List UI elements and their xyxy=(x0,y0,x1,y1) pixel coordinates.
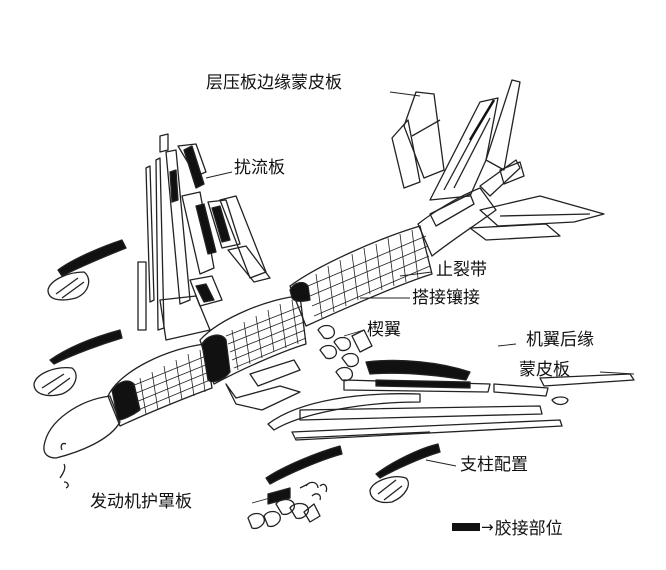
nose-cone xyxy=(43,395,121,459)
spoiler-panels xyxy=(137,133,271,341)
wingtip-parts xyxy=(317,324,373,382)
engine-cowl-bits xyxy=(247,445,343,530)
legend: → 胶接部位 xyxy=(452,514,563,539)
label-wingtip: 楔翼 xyxy=(367,320,401,340)
label-lap-joint: 搭接镶接 xyxy=(412,288,480,308)
label-spoiler: 扰流板 xyxy=(234,158,285,178)
engine-cowlings xyxy=(33,239,127,489)
label-laminate-edge-skin: 层压板边缘蒙皮板 xyxy=(206,73,342,93)
label-wing-trailing-edge-line2: 蒙皮板 xyxy=(519,360,570,380)
tail-assembly xyxy=(391,79,605,257)
label-tear-stopper: 止裂带 xyxy=(436,260,487,280)
wing-trailing-edge-panels xyxy=(267,359,635,441)
legend-arrow: → xyxy=(481,517,494,536)
fuselage-section-2 xyxy=(199,295,307,411)
legend-text: 胶接部位 xyxy=(494,519,563,539)
label-engine-cowling: 发动机护罩板 xyxy=(90,492,192,512)
strut-fairings xyxy=(369,443,441,504)
legend-swatch xyxy=(452,522,480,531)
fuselage-section-3 xyxy=(289,225,433,327)
label-wing-trailing-edge-line1: 机翼后缘 xyxy=(526,330,594,350)
label-strut-fairing: 支柱配置 xyxy=(460,455,528,475)
fuselage-section-1 xyxy=(107,343,213,427)
leader-lines xyxy=(205,91,635,504)
